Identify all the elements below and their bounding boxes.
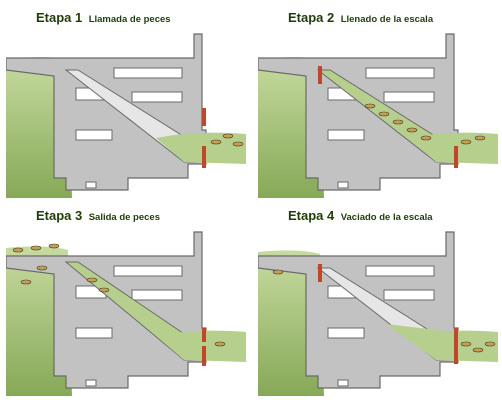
- stage-4-label: Etapa 4: [288, 208, 335, 223]
- stage-4-diagram: [258, 231, 498, 396]
- stage-1-title: Etapa 1 Llamada de peces: [36, 6, 171, 30]
- stage-3-diagram: [6, 231, 246, 396]
- fish-group: [364, 103, 486, 145]
- stage-2-title: Etapa 2 Llenado de la escala: [288, 6, 433, 30]
- structure-opening: [75, 129, 113, 141]
- stage-4-title: Etapa 4 Vaciado de la escala: [288, 204, 433, 228]
- upper-gate: [202, 108, 206, 126]
- structure-opening: [365, 67, 435, 79]
- lower-gate: [454, 146, 458, 168]
- stage-4-description: Vaciado de la escala: [340, 212, 433, 223]
- structure-opening: [113, 265, 183, 277]
- downstream-water: [156, 132, 246, 164]
- stage-3-panel: Etapa 3 Salida de peces: [6, 204, 246, 400]
- lower-gate: [202, 146, 206, 168]
- downstream-water: [408, 330, 498, 362]
- structure-opening: [85, 181, 97, 189]
- stage-2-label: Etapa 2: [288, 10, 335, 25]
- stage-3-description: Salida de peces: [88, 212, 160, 223]
- structure-opening: [327, 327, 365, 339]
- structure-opening: [327, 129, 365, 141]
- lower-gate: [202, 346, 206, 366]
- lower-gate: [454, 328, 458, 364]
- stage-1-description: Llamada de peces: [88, 14, 171, 25]
- structure-opening: [131, 91, 183, 103]
- structure-opening: [383, 91, 435, 103]
- stage-2-description: Llenado de la escala: [340, 14, 434, 25]
- stage-4-panel: Etapa 4 Vaciado de la escala: [258, 204, 498, 400]
- downstream-water: [408, 132, 498, 164]
- downstream-water: [156, 330, 246, 362]
- upper-gate: [318, 264, 322, 282]
- fish-group: [272, 269, 496, 353]
- structure-opening: [365, 265, 435, 277]
- structure-opening: [85, 379, 97, 387]
- upper-gate: [318, 66, 322, 84]
- stage-2-panel: Etapa 2 Llenado de la escala: [258, 6, 498, 202]
- stage-2-diagram: [258, 33, 498, 198]
- fish-group: [210, 133, 244, 147]
- stage-1-label: Etapa 1: [36, 10, 83, 25]
- fish-group: [12, 243, 226, 347]
- structure-opening: [337, 181, 349, 189]
- stage-3-title: Etapa 3 Salida de peces: [36, 204, 160, 228]
- stage-1-diagram: [6, 33, 246, 198]
- stage-3-label: Etapa 3: [36, 208, 83, 223]
- structure-opening: [75, 327, 113, 339]
- structure-opening: [113, 67, 183, 79]
- upper-gate: [202, 328, 206, 342]
- structure-opening: [383, 289, 435, 301]
- structure-opening: [337, 379, 349, 387]
- structure-opening: [131, 289, 183, 301]
- stage-1-panel: Etapa 1 Llamada de peces: [6, 6, 246, 202]
